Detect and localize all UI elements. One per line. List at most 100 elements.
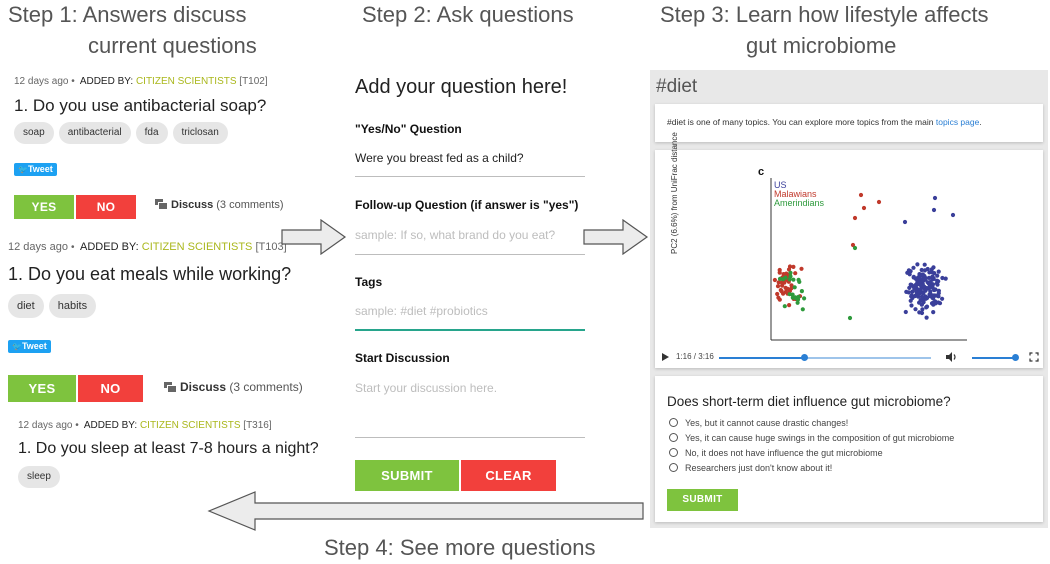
field-underline-focused: [355, 329, 585, 331]
poll-option[interactable]: No, it does not have influence the gut m…: [669, 448, 883, 458]
scatter-point-amerindians: [800, 307, 805, 312]
scatter-point-malawians: [876, 199, 882, 205]
scatter-point-us: [913, 276, 918, 281]
video-time: 1:16 / 3:16: [676, 352, 714, 361]
scatter-point-us: [950, 212, 956, 218]
volume-slider[interactable]: [972, 354, 1019, 361]
scatter-point-us: [908, 298, 913, 303]
scatter-point-us: [924, 305, 929, 310]
scatter-point-us: [936, 300, 941, 305]
question-title[interactable]: 1. Do you eat meals while working?: [8, 264, 292, 284]
no-button[interactable]: NO: [76, 195, 136, 219]
comments-icon: [155, 199, 168, 210]
comments-icon: [164, 382, 177, 393]
question-title[interactable]: 1. Do you sleep at least 7-8 hours a nig…: [18, 440, 319, 457]
scatter-point-malawians: [772, 277, 777, 283]
volume-handle[interactable]: [1012, 354, 1019, 361]
yesno-label: "Yes/No" Question: [355, 122, 462, 136]
scatter-point-us: [903, 309, 908, 315]
question-author[interactable]: CITIZEN SCIENTISTS: [141, 241, 253, 253]
poll-submit-button[interactable]: SUBMIT: [667, 489, 738, 511]
scatter-point-us: [919, 294, 924, 299]
form-heading: Add your question here!: [355, 76, 568, 98]
topics-page-link[interactable]: topics page: [935, 117, 980, 127]
scatter-point-malawians: [786, 267, 792, 272]
poll-option[interactable]: Yes, but it cannot cause drastic changes…: [669, 418, 848, 428]
poll-option[interactable]: Researchers just don't know about it!: [669, 463, 832, 473]
scatter-point-us: [927, 285, 932, 290]
scatter-point-us: [928, 279, 933, 285]
added-by-label: ADDED BY:: [79, 76, 134, 87]
scatter-point-us: [913, 307, 918, 312]
scatter-point-us: [911, 265, 916, 270]
question-author[interactable]: CITIZEN SCIENTISTS: [139, 420, 241, 431]
scatter-point-us: [908, 282, 913, 287]
play-icon[interactable]: [662, 353, 669, 361]
scatter-point-us: [940, 275, 945, 281]
scatter-point-us: [935, 273, 940, 278]
tag-chip[interactable]: soap: [14, 122, 54, 144]
followup-question-field[interactable]: sample: If so, what brand do you eat?: [355, 228, 556, 242]
figure-panel-letter: c: [758, 166, 765, 178]
submit-button[interactable]: SUBMIT: [355, 460, 459, 491]
tag-chip[interactable]: fda: [135, 122, 168, 144]
scatter-point-us: [924, 315, 929, 320]
scatter-point-us: [923, 276, 929, 281]
scatter-point-us: [920, 307, 925, 312]
radio-button[interactable]: [669, 418, 678, 427]
scatter-point-amerindians: [796, 294, 801, 299]
scatter-point-us: [936, 294, 941, 299]
scatter-point-amerindians: [787, 292, 792, 297]
comment-count: (3 comments): [216, 199, 284, 211]
scatter-point-malawians: [787, 303, 792, 308]
radio-button[interactable]: [669, 433, 678, 442]
scatter-point-amerindians: [852, 245, 858, 251]
tweet-button[interactable]: Tweet: [14, 163, 57, 176]
yes-button[interactable]: YES: [14, 195, 74, 219]
yes-button[interactable]: YES: [8, 375, 76, 402]
tag-chip[interactable]: antibacterial: [58, 122, 131, 144]
step1-title-line1: Step 1: Answers discuss: [8, 2, 247, 27]
seek-bar[interactable]: [719, 354, 931, 361]
discuss-label: Discuss: [180, 380, 227, 394]
scatter-point-amerindians: [793, 295, 798, 300]
scatter-point-us: [928, 289, 933, 294]
scatter-point-amerindians: [792, 285, 797, 290]
question-code: [T102]: [239, 76, 268, 87]
yesno-question-field[interactable]: Were you breast fed as a child?: [355, 151, 524, 165]
question-title[interactable]: 1. Do you use antibacterial soap?: [14, 96, 267, 115]
poll-option[interactable]: Yes, it can cause huge swings in the com…: [669, 433, 954, 443]
scatter-point-us: [933, 299, 938, 304]
discuss-link[interactable]: Discuss (3 comments): [155, 199, 284, 211]
tag-chip[interactable]: sleep: [18, 466, 60, 488]
tag-chip[interactable]: diet: [8, 294, 44, 318]
tags-field[interactable]: sample: #diet #probiotics: [355, 304, 488, 318]
tag-chip[interactable]: habits: [48, 294, 97, 318]
scatter-point-us: [922, 268, 927, 273]
scatter-point-us: [920, 272, 925, 277]
fullscreen-icon[interactable]: [1029, 352, 1039, 362]
seek-handle[interactable]: [800, 354, 808, 361]
no-button[interactable]: NO: [78, 375, 143, 402]
radio-button[interactable]: [669, 448, 678, 457]
question-author[interactable]: CITIZEN SCIENTISTS: [135, 76, 237, 87]
tag-chip[interactable]: triclosan: [172, 122, 228, 144]
scatter-point-us: [936, 269, 941, 274]
discussion-field[interactable]: Start your discussion here.: [355, 381, 498, 395]
scatter-point-us: [916, 294, 921, 299]
tweet-button[interactable]: Tweet: [8, 340, 51, 353]
scatter-point-us: [917, 310, 922, 315]
added-by-label: ADDED BY:: [83, 420, 138, 431]
scatter-point-amerindians: [796, 277, 801, 282]
comment-count: (3 comments): [229, 380, 303, 394]
scatter-point-us: [924, 295, 929, 300]
volume-icon[interactable]: [945, 351, 957, 363]
discuss-link[interactable]: Discuss (3 comments): [164, 380, 303, 394]
scatter-point-us: [909, 303, 914, 308]
discuss-label: Discuss: [171, 199, 214, 211]
radio-button[interactable]: [669, 463, 678, 472]
figure-ylabel: PC2 (6.6%) from UniFrac distance: [670, 132, 679, 254]
scatter-point-amerindians: [788, 270, 793, 275]
scatter-point-amerindians: [777, 276, 783, 281]
clear-button[interactable]: CLEAR: [461, 460, 556, 491]
